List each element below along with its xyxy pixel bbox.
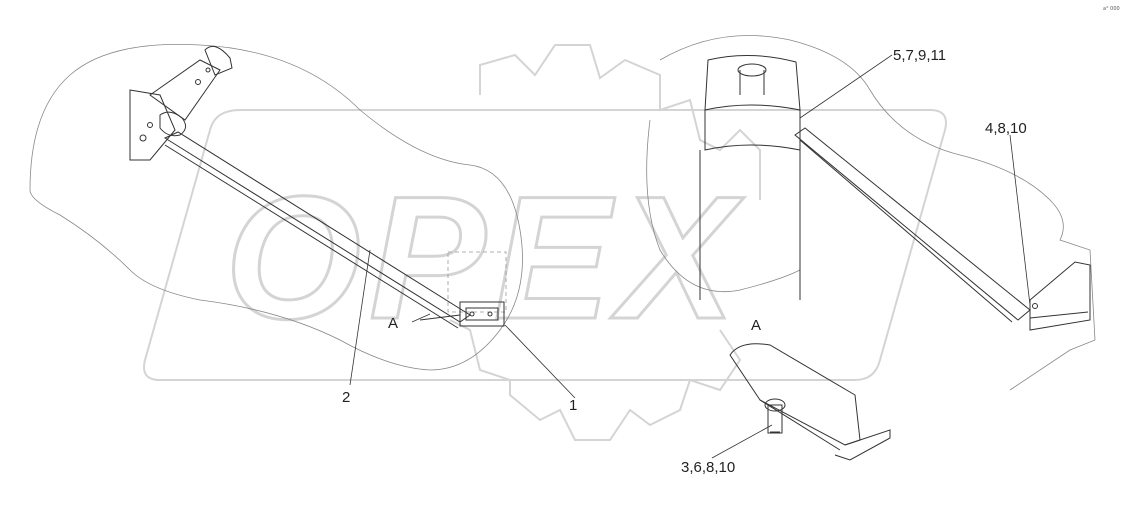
- right-outline-sketch: [659, 35, 1096, 391]
- cylinder-housing: [699, 55, 801, 300]
- item-2-label: 2: [342, 389, 350, 406]
- corner-mark: a° 000: [1103, 6, 1120, 12]
- callout-4-8-10: 4,8,10: [985, 120, 1027, 137]
- callout-3-6-8-10: 3,6,8,10: [681, 459, 735, 476]
- clamp-detail-left: [419, 251, 507, 327]
- item-1-label: 1: [569, 397, 577, 414]
- right-outline-lower: [646, 119, 801, 293]
- view-a-label-right: A: [751, 317, 761, 334]
- detail-bracket-bottom: [729, 343, 891, 461]
- mount-plate-right: [1029, 261, 1091, 331]
- left-outline-sketch: [29, 44, 523, 371]
- watermark-gear-logo: [143, 44, 947, 441]
- left-bracket: [129, 45, 233, 161]
- angled-support-bar: [794, 127, 1031, 323]
- watermark-text: OPEX: [225, 161, 745, 356]
- leader-lines: [349, 54, 1031, 459]
- view-a-label-left: A: [388, 315, 398, 332]
- callout-5-7-9-11: 5,7,9,11: [893, 47, 946, 64]
